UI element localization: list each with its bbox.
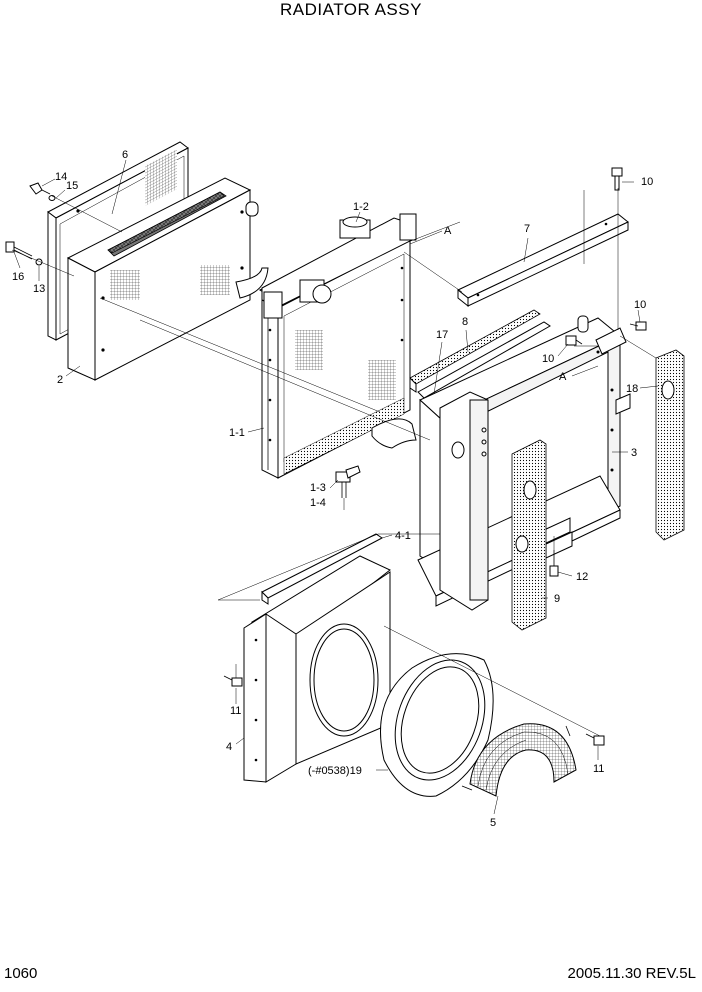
bolt-part-10-top (611, 167, 623, 191)
support-bar-part-7 (457, 213, 629, 308)
drain-hose-part-1-4 (341, 482, 347, 498)
bolt-part-12 (549, 550, 559, 577)
fan-ring-part-19 (380, 653, 494, 797)
callout-4: 4 (226, 741, 232, 753)
callout-11-right: 11 (593, 763, 604, 775)
callout-3: 3 (631, 447, 637, 459)
bolt-part-10-right (629, 321, 647, 331)
callout-8: 8 (462, 316, 468, 328)
callout-7: 7 (524, 223, 530, 235)
leader-lines (13, 159, 659, 815)
callout-17: 17 (436, 329, 448, 341)
callout-14: 14 (55, 171, 67, 183)
radiator-guard-part-2 (66, 177, 259, 381)
rubber-strip-part-4-1 (261, 533, 383, 605)
seal-part-8 (409, 309, 541, 393)
bolt-part-11-left (223, 675, 243, 687)
callout-1-4: 1-4 (310, 497, 326, 509)
side-seal-part-9 (511, 439, 547, 631)
radiator-core-part-1-1 (235, 213, 417, 479)
page-number: 1060 (4, 965, 38, 982)
callout-9: 9 (554, 593, 560, 605)
callout-10-right: 10 (634, 299, 646, 311)
drain-cock-part-1-3 (335, 465, 361, 483)
callout-4-1: 4-1 (395, 530, 411, 542)
callout-11-left: 11 (230, 705, 241, 717)
callout-19: (-#0538)19 (308, 765, 362, 777)
bolt-part-11-right (585, 733, 605, 746)
callout-10-top: 10 (641, 176, 653, 188)
callout-13: 13 (33, 283, 45, 295)
fan-guard-part-5 (461, 723, 577, 797)
callout-18: 18 (626, 383, 638, 395)
page-title: RADIATOR ASSY (280, 0, 422, 19)
callout-10-left: 10 (542, 353, 554, 365)
callout-6: 6 (122, 149, 128, 161)
callout-labels: 6 14 15 16 13 2 1-2 A 7 10 10 8 17 10 A … (12, 149, 653, 829)
assembly-guide-lines (11, 188, 657, 737)
callout-a-top: A (444, 225, 452, 237)
callout-1-2: 1-2 (353, 201, 369, 213)
callout-5: 5 (490, 817, 496, 829)
callout-12: 12 (576, 571, 588, 583)
callout-1-3: 1-3 (310, 482, 326, 494)
side-seal-part-18 (655, 349, 685, 541)
callout-15: 15 (66, 180, 78, 192)
bolt-part-10-left (565, 335, 583, 346)
callout-16: 16 (12, 271, 24, 283)
bolt-part-16 (5, 241, 33, 260)
seal-part-17 (417, 321, 551, 399)
callout-2: 2 (57, 374, 63, 386)
fan-shroud-part-4 (243, 555, 391, 783)
callout-a-frame: A (559, 371, 567, 383)
revision-date: 2005.11.30 REV.5L (567, 965, 696, 982)
wing-bolt-part-14 (29, 182, 51, 195)
callout-1-1: 1-1 (229, 427, 245, 439)
